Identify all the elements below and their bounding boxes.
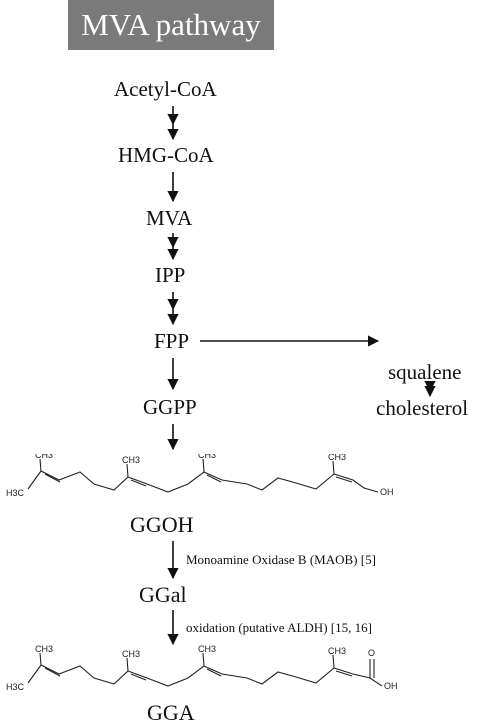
diagram-title: MVA pathway <box>68 0 274 50</box>
ch3-label: CH3 <box>198 645 216 654</box>
h3c-label: H3C <box>6 682 25 692</box>
node-cholesterol: cholesterol <box>376 396 469 420</box>
node-gga: GGA <box>147 700 195 725</box>
oh-label: OH <box>380 487 394 497</box>
oh-label: OH <box>384 681 398 691</box>
ch3-label: CH3 <box>35 645 53 654</box>
annotation-oxidation: oxidation (putative ALDH) [15, 16] <box>186 620 372 635</box>
node-ggal: GGal <box>139 582 187 607</box>
node-acetyl-coa: Acetyl-CoA <box>114 77 217 101</box>
gga-structure: CH3 CH3 CH3 CH3 H3C O OH <box>6 645 398 692</box>
ch3-label: CH3 <box>122 649 140 659</box>
ch3-label: CH3 <box>122 455 140 465</box>
ch3-label: CH3 <box>328 454 346 462</box>
node-ipp: IPP <box>155 263 186 287</box>
node-mva: MVA <box>146 206 193 230</box>
ch3-label: CH3 <box>328 646 346 656</box>
node-ggpp: GGPP <box>143 395 197 419</box>
ch3-label: CH3 <box>35 454 53 460</box>
node-hmg-coa: HMG-CoA <box>118 143 214 167</box>
h3c-label: H3C <box>6 488 25 498</box>
ggoh-structure: CH3 CH3 CH3 CH3 H3C OH <box>6 454 394 498</box>
o-label: O <box>368 648 375 658</box>
node-squalene: squalene <box>388 360 462 384</box>
annotation-maob: Monoamine Oxidase B (MAOB) [5] <box>186 552 376 567</box>
node-fpp: FPP <box>154 329 190 353</box>
node-ggoh: GGOH <box>130 512 194 537</box>
ch3-label: CH3 <box>198 454 216 460</box>
